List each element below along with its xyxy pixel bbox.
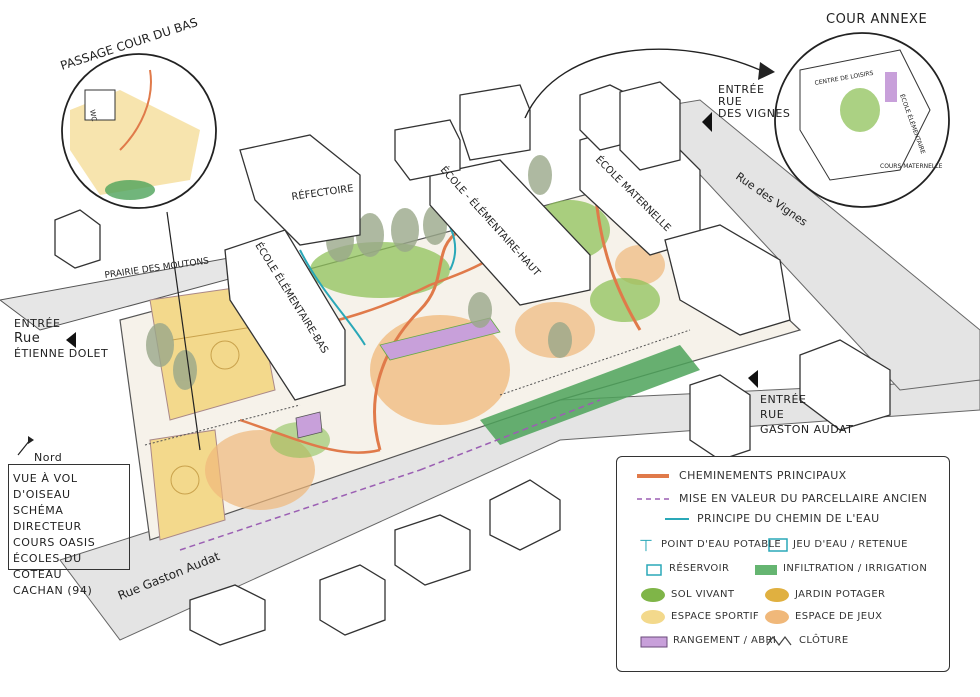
entrance-arrow-gaston (748, 370, 758, 388)
legend-symbol-garden (765, 588, 789, 602)
entrance-arrow-dolet (66, 332, 76, 348)
entrance-arrow-vignes (702, 112, 712, 132)
legend-fence: CLÔTURE (799, 635, 849, 646)
note-line-3: COURS OASIS (13, 536, 96, 549)
entrance-dolet-l3: ÉTIENNE DOLET (14, 347, 109, 360)
inset-pointer-line (166, 211, 201, 451)
entrance-dolet: ENTRÉE Rue ÉTIENNE DOLET (14, 316, 108, 361)
inset-label-cours-maternelle: COURS MATERNELLE (880, 163, 943, 170)
buildings (224, 81, 791, 401)
note-line-5: CACHAN (94) (13, 584, 93, 597)
legend-water: PRINCIPE DU CHEMIN DE L'EAU (697, 512, 880, 525)
note-line-4: ÉCOLES DU COTEAU (13, 552, 82, 581)
entrance-dolet-l1: ENTRÉE (14, 317, 61, 330)
main-path-1 (373, 228, 461, 451)
north-label: Nord (34, 451, 63, 464)
inset-title-cour-annexe: COUR ANNEXE (826, 12, 928, 27)
legend-living-soil: SOL VIVANT (671, 589, 735, 600)
building-refectoire (239, 134, 361, 246)
legend-symbol-play (765, 610, 789, 624)
main-path-2 (593, 189, 642, 331)
legend-parcel: MISE EN VALEUR DU PARCELLAIRE ANCIEN (679, 492, 928, 505)
entrance-vignes: ENTRÉE RUE DES VIGNES (718, 84, 790, 120)
legend-symbol-water-play (768, 538, 788, 552)
legend-tap: POINT D'EAU POTABLE (661, 539, 782, 550)
entrance-vignes-l1: ENTRÉE (718, 83, 765, 96)
entrance-gaston-l2: RUE (760, 408, 785, 421)
entrance-vignes-l3: DES VIGNES (718, 107, 791, 120)
entrance-vignes-l2: RUE (718, 95, 743, 108)
legend-paths: CHEMINEMENTS PRINCIPAUX (679, 469, 847, 482)
building-elementaire-bas (224, 229, 346, 401)
legend-symbol-tap: ⊤ (639, 536, 653, 555)
sport-area-bottom (149, 429, 226, 541)
legend-symbol-sport (641, 610, 665, 624)
legend-shelter: RANGEMENT / ABRI (673, 635, 777, 646)
building-elementaire-haut (429, 159, 591, 306)
title-note-box: VUE À VOL D'OISEAU SCHÉMA DIRECTEUR COUR… (8, 464, 130, 597)
legend-reservoir: RÉSERVOIR (669, 563, 730, 574)
street-des-vignes (639, 99, 980, 391)
water-path (299, 249, 366, 346)
legend-symbol-infiltration (755, 565, 777, 575)
legend-garden: JARDIN POTAGER (795, 589, 886, 600)
legend-symbol-fence (766, 636, 792, 646)
note-line-1: VUE À VOL D'OISEAU (13, 472, 78, 501)
legend-symbol-living-soil (641, 588, 665, 602)
parcel-line-1 (179, 469, 421, 551)
legend-sport: ESPACE SPORTIF (671, 611, 760, 622)
legend-play: ESPACE DE JEUX (795, 611, 883, 622)
legend-infiltration: INFILTRATION / IRRIGATION (783, 563, 928, 574)
arrow-to-cour-annexe (524, 48, 761, 119)
legend-water-play: JEU D'EAU / RETENUE (793, 539, 908, 550)
legend-symbol-reservoir (646, 564, 662, 576)
inset-label-wc: WC (88, 109, 98, 122)
entrance-dolet-l2: Rue (14, 331, 41, 346)
shelter-1 (379, 317, 501, 361)
legend-symbols: ⊤ (637, 474, 792, 648)
entrance-gaston-l3: GASTON AUDAT (760, 423, 854, 436)
entrance-gaston: ENTRÉE RUE GASTON AUDAT (760, 392, 853, 437)
legend-symbol-shelter (640, 636, 668, 648)
note-line-2: SCHÉMA DIRECTEUR (13, 504, 82, 533)
vegetable-garden-strip (480, 345, 700, 445)
legend: ⊤ CHEMINEMENTS PRINCIPAUX MISE EN VALEUR… (616, 456, 950, 672)
houses (54, 209, 891, 646)
entrance-gaston-l1: ENTRÉE (760, 393, 807, 406)
